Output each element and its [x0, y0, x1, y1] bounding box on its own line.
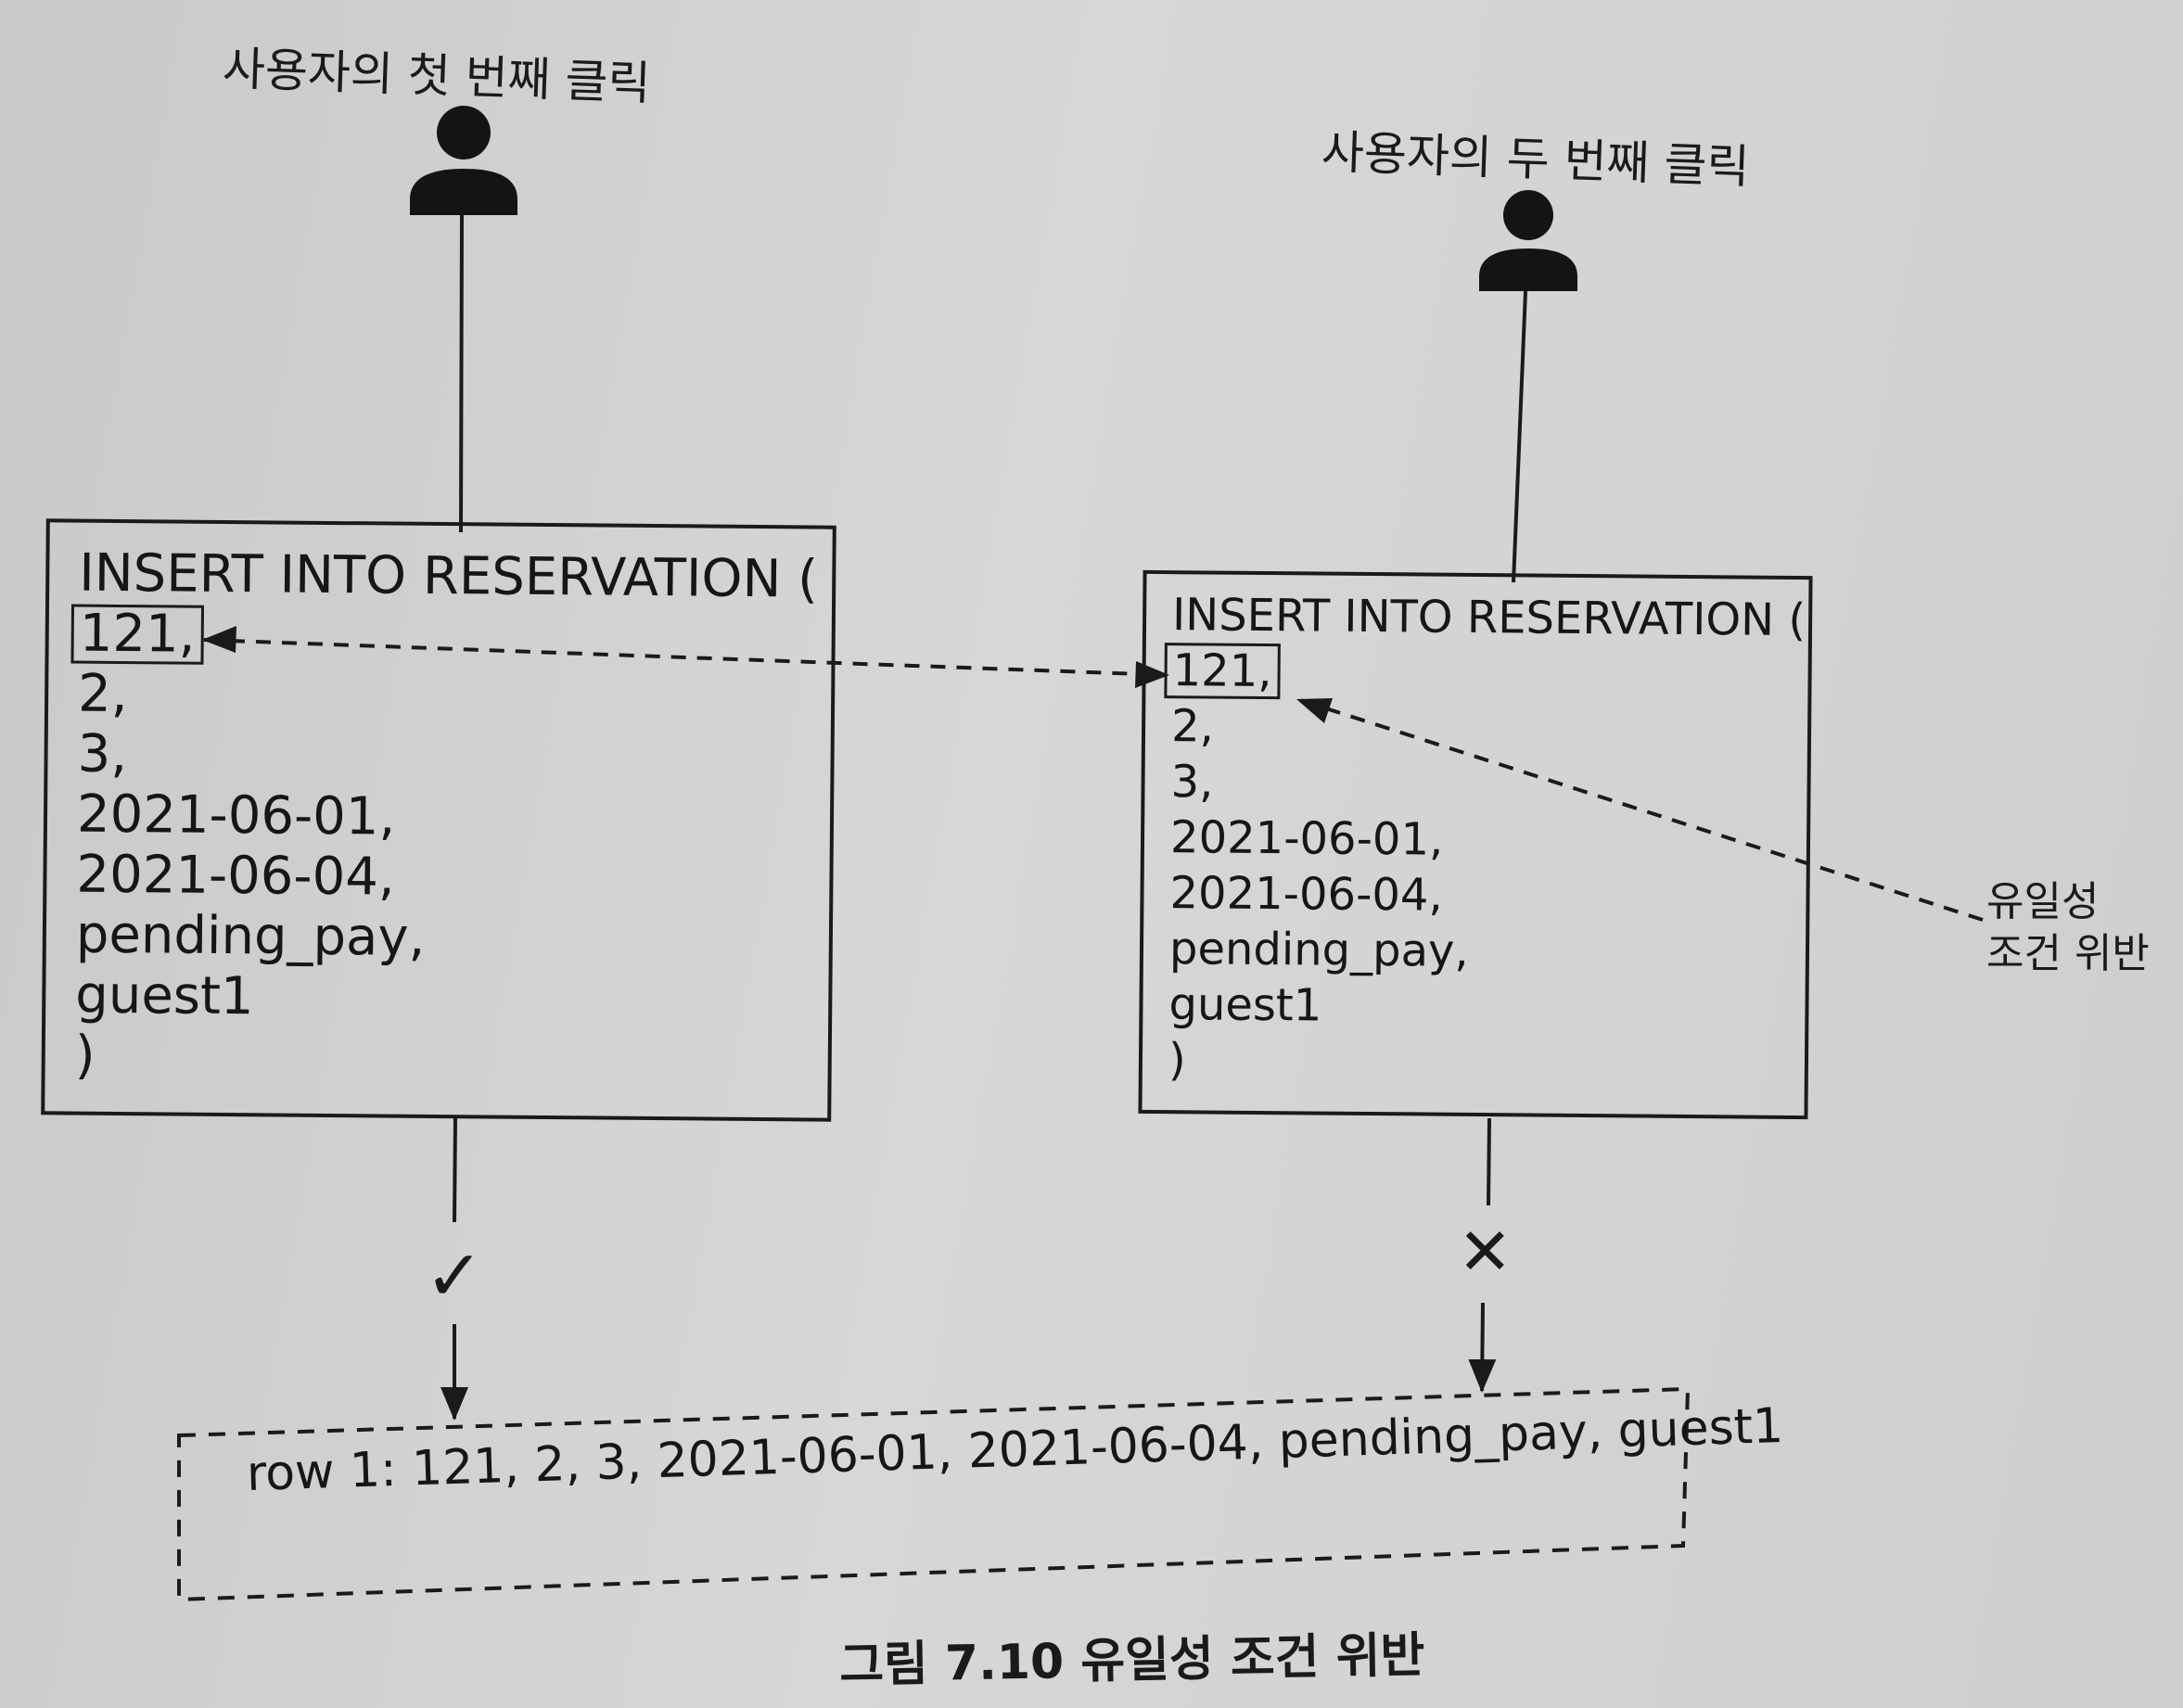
user-icon [1479, 190, 1577, 291]
connector-line [453, 1117, 457, 1223]
arrowhead-icon [202, 626, 236, 653]
connector-line [1487, 1117, 1491, 1206]
violation-note-line: 조건 위반 [1986, 930, 2150, 977]
user-icon [410, 106, 517, 215]
first-insert-box: INSERT INTO RESERVATION ( 121, 2, 3, 202… [41, 518, 836, 1122]
insert-footer: ) [74, 1025, 96, 1086]
arrowhead-icon [1135, 661, 1169, 688]
second-insert-code: INSERT INTO RESERVATION ( 121, 2, 3, 202… [1164, 587, 1806, 1093]
table-row-box [177, 1386, 1691, 1602]
value-line: pending_pay, [1168, 923, 1469, 977]
connector-line [459, 214, 464, 533]
second-insert-box: INSERT INTO RESERVATION ( 121, 2, 3, 202… [1138, 569, 1813, 1120]
cross-icon: ✕ [1458, 1214, 1513, 1290]
connector-line [1512, 290, 1527, 583]
violation-arrow [1299, 698, 1984, 922]
violation-note: 유일성 조건 위반 [1986, 876, 2150, 980]
value-line: 2, [1170, 700, 1215, 753]
value-line: guest1 [1168, 978, 1322, 1032]
value-line: 3, [77, 723, 128, 785]
value-line: 2021-06-01, [76, 784, 396, 848]
first-insert-code: INSERT INTO RESERVATION ( 121, 2, 3, 202… [70, 542, 819, 1092]
value-line: 2021-06-04, [1169, 867, 1443, 922]
primary-key-value: 121, [70, 604, 204, 665]
insert-header: INSERT INTO RESERVATION ( [1171, 589, 1806, 647]
value-line: 2021-06-04, [76, 844, 395, 908]
insert-footer: ) [1168, 1034, 1186, 1087]
value-line: 2, [77, 663, 128, 725]
violation-note-line: 유일성 [1986, 878, 2100, 925]
figure-caption: 그림 7.10 유일성 조건 위반 [838, 1627, 1425, 1694]
insert-header: INSERT INTO RESERVATION ( [79, 542, 819, 610]
check-icon: ✓ [425, 1234, 484, 1317]
primary-key-value: 121, [1164, 643, 1281, 700]
duplicate-key-arrow [203, 638, 1168, 677]
value-line: guest1 [75, 964, 254, 1027]
result-arrow [1468, 1302, 1497, 1393]
value-line: 3, [1170, 756, 1214, 809]
value-line: pending_pay, [75, 904, 426, 968]
value-line: 2021-06-01, [1169, 811, 1444, 866]
arrowhead-icon [1296, 698, 1333, 723]
